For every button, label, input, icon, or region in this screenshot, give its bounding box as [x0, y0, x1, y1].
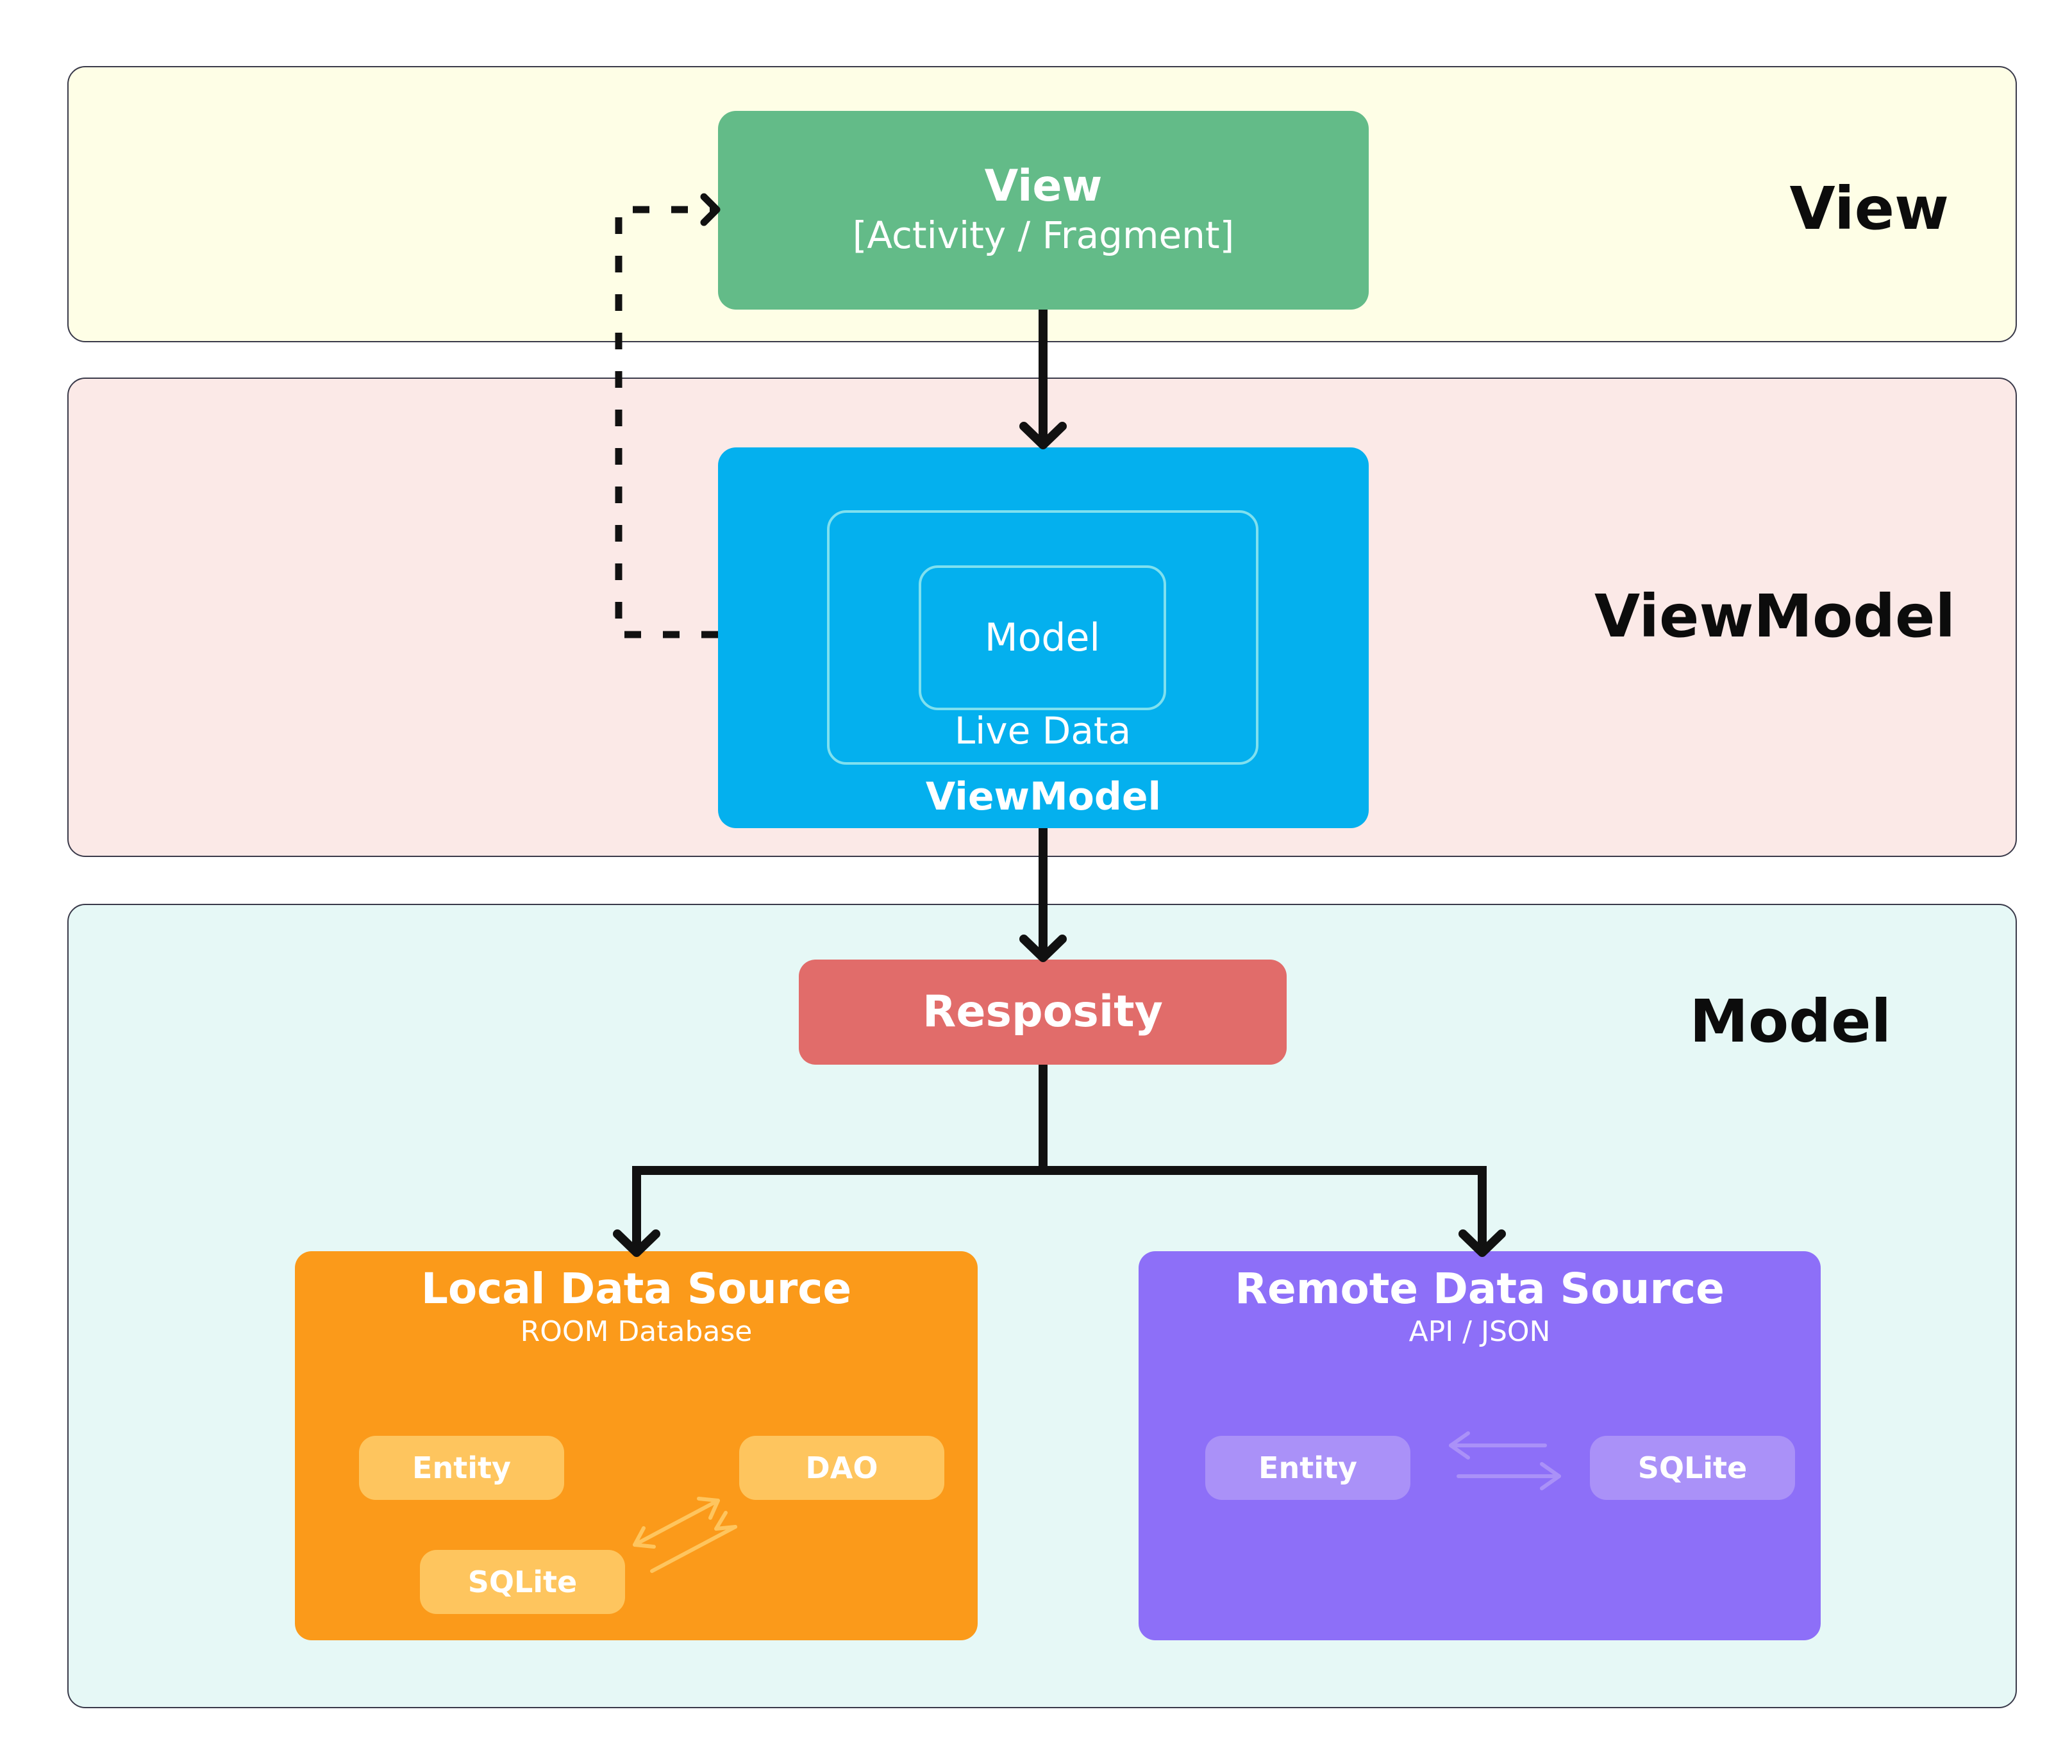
remote-data-source-subtitle: API / JSON: [1408, 1315, 1551, 1348]
view-node-subtitle: [Activity / Fragment]: [852, 213, 1235, 257]
local-dao-pill: DAO: [739, 1436, 944, 1500]
inner-model-box: Model: [919, 565, 1166, 710]
viewmodel-node-label: ViewModel: [925, 774, 1162, 819]
local-entity-pill: Entity: [359, 1436, 564, 1500]
local-data-source-subtitle: ROOM Database: [520, 1315, 753, 1348]
view-layer-label: View: [1789, 174, 1949, 243]
view-node-title: View: [984, 161, 1103, 212]
live-data-container: [827, 510, 1258, 765]
model-layer-label: Model: [1689, 987, 1891, 1056]
viewmodel-layer-label: ViewModel: [1594, 582, 1955, 651]
local-data-source-title: Local Data Source: [421, 1264, 852, 1313]
remote-entity-pill: Entity: [1205, 1436, 1410, 1500]
view-node: View [Activity / Fragment]: [718, 111, 1369, 310]
repository-node: Resposity: [799, 960, 1287, 1065]
local-sqlite-pill: SQLite: [420, 1550, 625, 1614]
remote-sqlite-pill: SQLite: [1590, 1436, 1795, 1500]
live-data-label: Live Data: [954, 709, 1132, 753]
remote-data-source-title: Remote Data Source: [1235, 1264, 1725, 1313]
